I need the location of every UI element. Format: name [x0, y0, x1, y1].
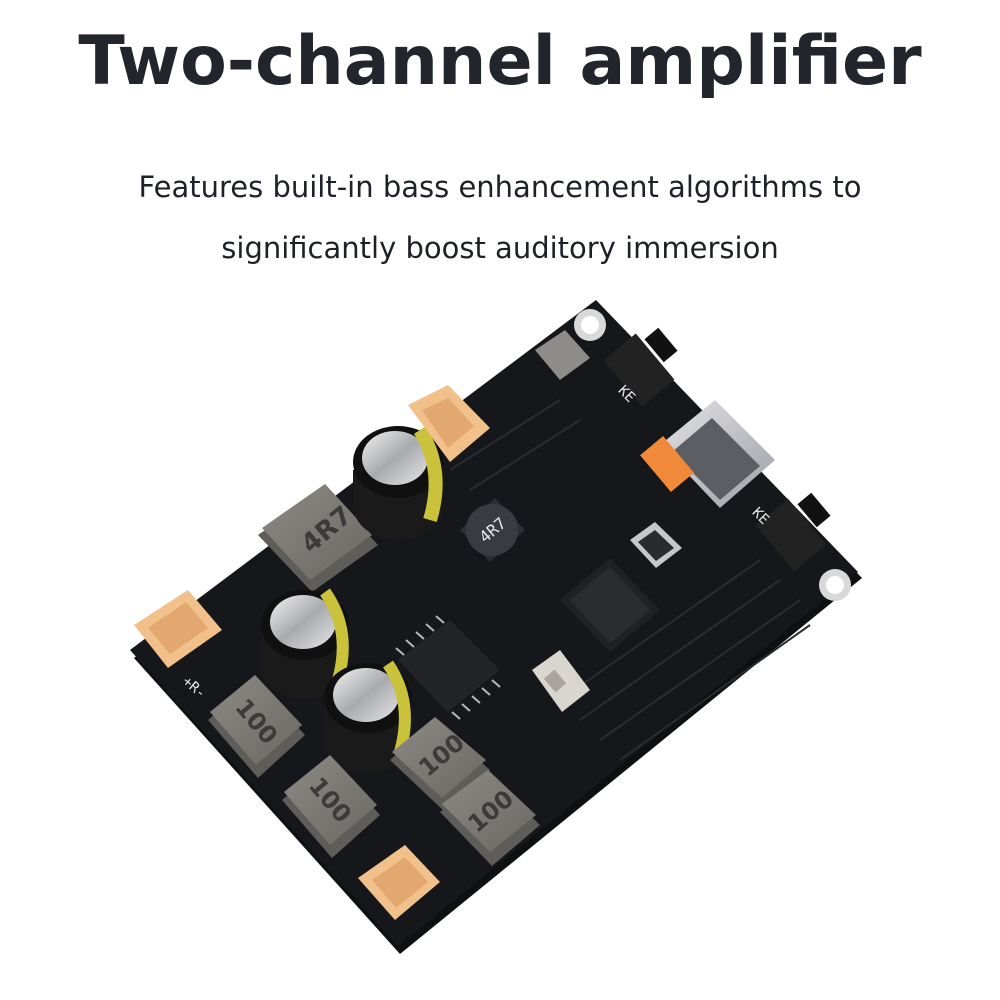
jst-connector-power [408, 385, 490, 462]
dsp-chip [560, 558, 660, 652]
large-inductor: 4R7 [258, 484, 378, 592]
small-inductor: 4R7 [460, 498, 525, 562]
push-button [603, 327, 678, 407]
slide-switch [532, 650, 590, 712]
usb-c-port [640, 400, 775, 508]
output-inductor: 100 [282, 755, 380, 858]
crystal [630, 522, 682, 568]
capacitor [324, 660, 412, 774]
capacitor [261, 588, 349, 699]
capacitor [353, 426, 443, 540]
jst-connector-left-speaker [358, 845, 440, 920]
output-inductor: 100 [440, 770, 540, 866]
subtitle-line-2: significantly boost auditory immersion [221, 231, 779, 265]
jst-connector-right-speaker [134, 590, 222, 668]
amplifier-chip [395, 615, 501, 720]
smd-inductor-top [535, 330, 590, 380]
page-title: Two-channel amplifier [78, 22, 922, 101]
push-button [755, 492, 831, 572]
subtitle-line-1: Features built-in bass enhancement algor… [138, 170, 862, 204]
output-inductor: 100 [208, 675, 305, 778]
